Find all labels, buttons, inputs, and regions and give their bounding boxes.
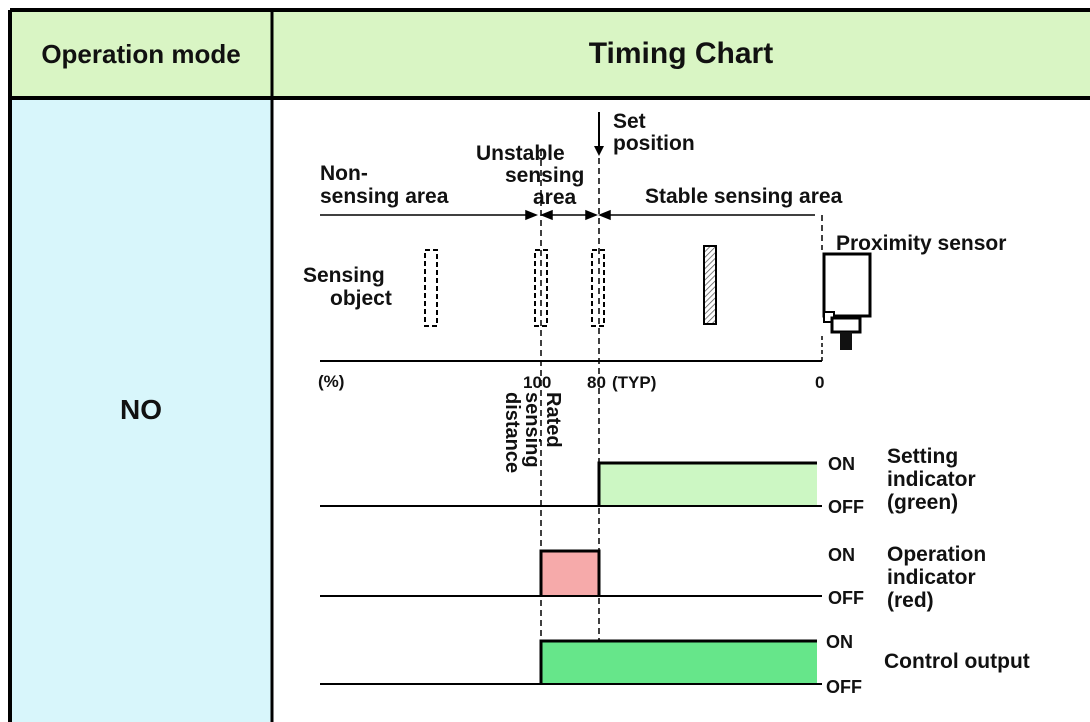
set-label-1: Set [613, 110, 646, 133]
unstable-label-3: area [533, 186, 577, 209]
table-borders [8, 8, 1090, 722]
timing-chart-header: Timing Chart [588, 37, 774, 70]
operation-label-1: Operation [887, 543, 986, 566]
sensing-object-label-1: Sensing [303, 264, 385, 287]
tick-100: 100 [523, 373, 551, 392]
unstable-label-2: sensing [505, 164, 584, 187]
operation-label-2: indicator [887, 566, 976, 589]
non-sensing-label-2: sensing area [320, 185, 449, 208]
operation-off-label: OFF [828, 588, 864, 608]
setting-indicator-signal [320, 461, 822, 507]
proximity-sensor-label: Proximity sensor [836, 232, 1006, 255]
mode-value: NO [120, 394, 162, 425]
tick-80: 80 [587, 373, 606, 392]
sensing-object-dashed-2 [534, 249, 548, 327]
setting-label-1: Setting [887, 445, 958, 468]
rated-label-2: sensing [521, 392, 543, 468]
control-output-signal [320, 639, 822, 685]
sensing-object-dashed-3 [591, 249, 605, 327]
set-label-2: position [613, 132, 695, 155]
stable-label: Stable sensing area [645, 185, 843, 208]
set-position-arrow [594, 112, 604, 156]
control-off-label: OFF [826, 677, 862, 697]
sensing-object-solid [703, 245, 717, 325]
operation-label-3: (red) [887, 589, 934, 612]
sensing-object-dashed-1 [424, 249, 438, 327]
control-output-label: Control output [884, 650, 1030, 673]
scale-unit: (%) [318, 372, 344, 391]
mode-column [10, 98, 272, 722]
rated-label-1: Rated [542, 392, 564, 448]
control-on-label: ON [826, 632, 853, 652]
operation-on-label: ON [828, 545, 855, 565]
non-sensing-label-1: Non- [320, 162, 368, 185]
proximity-sensor-icon [822, 252, 872, 350]
tick-0: 0 [815, 373, 824, 392]
rated-label-3: distance [501, 392, 523, 473]
operation-indicator-signal [320, 549, 822, 597]
setting-off-label: OFF [828, 497, 864, 517]
setting-on-label: ON [828, 454, 855, 474]
unstable-label-1: Unstable [476, 142, 565, 165]
tick-typ: (TYP) [612, 373, 656, 392]
header-row [10, 10, 1090, 98]
area-arrows [320, 209, 815, 221]
setting-label-2: indicator [887, 468, 976, 491]
setting-label-3: (green) [887, 491, 958, 514]
operation-mode-header: Operation mode [41, 38, 241, 69]
sensing-object-label-2: object [330, 287, 392, 310]
